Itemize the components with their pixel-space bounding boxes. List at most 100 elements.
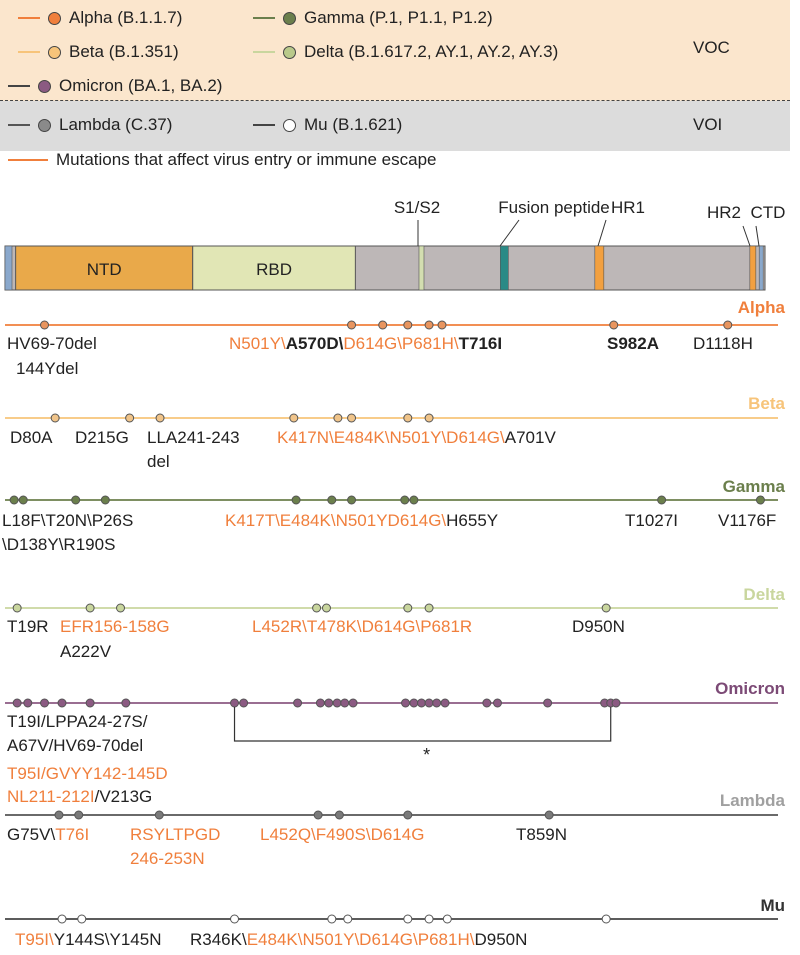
lambda-mutation-segment: 246-253N bbox=[130, 849, 205, 868]
lambda-mutation-dot bbox=[154, 810, 164, 820]
delta-mutation-dot bbox=[312, 603, 322, 613]
alpha-mutation-dot bbox=[347, 320, 357, 330]
mu-mutation-label: T95I\Y144S\Y145N bbox=[15, 930, 162, 949]
gamma-mutation-dot bbox=[755, 495, 765, 505]
gamma-mutation-segment: T1027I bbox=[625, 511, 678, 530]
spike-marker-hr2 bbox=[749, 245, 757, 291]
gamma-mutation-segment: K417T\E484K\N501YD614G\ bbox=[225, 511, 446, 530]
mu-mutation-segment: D950N bbox=[474, 930, 527, 949]
beta-mutation-dot bbox=[424, 413, 434, 423]
beta-line-icon bbox=[18, 51, 40, 53]
omicron-mutation-dot bbox=[611, 698, 621, 708]
beta-mutation-dot bbox=[125, 413, 135, 423]
omicron-mutation-dot bbox=[401, 698, 411, 708]
omicron-mutation-dot bbox=[348, 698, 358, 708]
alpha-mutation-segment: S982A bbox=[607, 334, 659, 353]
beta-mutation-dot bbox=[347, 413, 357, 423]
omicron-mutation-segment: NL211-212I bbox=[7, 787, 95, 806]
omicron-mutation-dot bbox=[440, 698, 450, 708]
spike-domain-ntd bbox=[15, 245, 194, 291]
gamma-mutation-label: V1176F bbox=[718, 511, 776, 530]
gamma-mutation-dot bbox=[71, 495, 81, 505]
legend-lambda-label: Lambda (C.37) bbox=[59, 115, 173, 134]
spike-domain-label-ntd: NTD bbox=[87, 260, 122, 279]
omicron-mutation-segment: A67V/HV69-70del bbox=[7, 736, 143, 755]
lambda-mutation-segment: L452Q\F490S\D614G bbox=[260, 825, 424, 844]
alpha-mutation-label: D1118H bbox=[693, 334, 753, 353]
mu-mutation-segment: R346K\ bbox=[190, 930, 247, 949]
beta-variant-name: Beta bbox=[748, 394, 785, 413]
mutation-note-label: Mutations that affect virus entry or imm… bbox=[56, 150, 437, 169]
spike-marker-leader-ctd bbox=[755, 225, 760, 247]
spike-marker-ctd bbox=[758, 245, 764, 291]
delta-mutation-label: EFR156-158G bbox=[60, 617, 170, 636]
gamma-mutation-dot bbox=[291, 495, 301, 505]
delta-mutation-segment: EFR156-158G bbox=[60, 617, 170, 636]
gamma-mutation-dot bbox=[18, 495, 28, 505]
mu-mutation-segment: T95I\ bbox=[15, 930, 54, 949]
delta-mutation-segment: D950N bbox=[572, 617, 625, 636]
mu-variant-name: Mu bbox=[760, 896, 785, 915]
omicron-mutation-dot bbox=[293, 698, 303, 708]
lambda-mutation-dot bbox=[313, 810, 323, 820]
gamma-mutation-dot bbox=[327, 495, 337, 505]
omicron-mutation-dot bbox=[12, 698, 22, 708]
delta-mutation-dot bbox=[85, 603, 95, 613]
omicron-mutation-segment: /V213G bbox=[95, 787, 153, 806]
omicron-rbd-bracket bbox=[233, 707, 612, 742]
lambda-dot-icon bbox=[38, 118, 51, 132]
lambda-mutation-dot bbox=[54, 810, 64, 820]
mu-mutation-dot bbox=[343, 914, 353, 924]
gamma-mutation-segment: V1176F bbox=[718, 511, 776, 530]
mu-mutation-segment: E484K\N501Y\D614G\P681H\ bbox=[247, 930, 475, 949]
gamma-mutation-label: T1027I bbox=[625, 511, 678, 530]
gamma-mutation-dot bbox=[347, 495, 357, 505]
gamma-mutation-segment: L18F\T20N\P26S bbox=[2, 511, 133, 530]
omicron-mutation-segment: T95I/GVYY142-145D bbox=[7, 764, 168, 783]
beta-mutation-segment: D80A bbox=[10, 428, 53, 447]
lambda-mutation-segment: T76I bbox=[55, 825, 89, 844]
alpha-mutation-label: HV69-70del bbox=[7, 334, 97, 353]
mu-mutation-dot bbox=[57, 914, 67, 924]
omicron-mutation-dot bbox=[409, 698, 419, 708]
omicron-mutation-dot bbox=[543, 698, 553, 708]
alpha-dot-icon bbox=[48, 11, 61, 25]
spike-marker-leader-fusion-peptide bbox=[499, 219, 520, 247]
mu-mutation-dot bbox=[601, 914, 611, 924]
delta-mutation-dot bbox=[12, 603, 22, 613]
gamma-mutation-dot bbox=[100, 495, 110, 505]
omicron-mutation-dot bbox=[432, 698, 442, 708]
omicron-mutation-label: NL211-212I/V213G bbox=[7, 787, 152, 806]
beta-mutation-segment: K417N\E484K\N501Y\D614G\ bbox=[277, 428, 505, 447]
legend-mutation-note: Mutations that affect virus entry or imm… bbox=[8, 150, 436, 170]
mu-mutation-dot bbox=[77, 914, 87, 924]
alpha-mutation-segment: D1118H bbox=[693, 334, 753, 353]
beta-mutation-label: LLA241-243 bbox=[147, 428, 240, 447]
legend-alpha-label: Alpha (B.1.1.7) bbox=[69, 8, 183, 27]
delta-mutation-dot bbox=[601, 603, 611, 613]
legend-beta: Beta (B.1.351) bbox=[18, 42, 179, 62]
alpha-mutation-label: N501Y\A570D\D614G\P681H\T716I bbox=[229, 334, 502, 353]
gamma-mutation-dot bbox=[400, 495, 410, 505]
alpha-mutation-dot bbox=[403, 320, 413, 330]
spike-domain-rbd bbox=[192, 245, 356, 291]
gamma-dot-icon bbox=[283, 11, 296, 25]
spike-marker-label-s1-s2: S1/S2 bbox=[394, 198, 440, 217]
lambda-line-icon bbox=[8, 124, 30, 126]
omicron-mutation-dot bbox=[492, 698, 502, 708]
alpha-line-icon bbox=[18, 17, 40, 19]
alpha-mutation-segment: D614G\P681H\ bbox=[343, 334, 459, 353]
beta-mutation-segment: D215G bbox=[75, 428, 129, 447]
lambda-mutation-label: L452Q\F490S\D614G bbox=[260, 825, 424, 844]
delta-mutation-segment: T19R bbox=[7, 617, 49, 636]
omicron-mutation-dot bbox=[239, 698, 249, 708]
legend-delta: Delta (B.1.617.2, AY.1, AY.2, AY.3) bbox=[253, 42, 558, 62]
lambda-mutation-segment: T859N bbox=[516, 825, 567, 844]
alpha-mutation-segment: HV69-70del bbox=[7, 334, 97, 353]
spike-marker-leader-hr2 bbox=[742, 225, 751, 247]
lambda-mutation-dot bbox=[334, 810, 344, 820]
mu-mutation-dot bbox=[403, 914, 413, 924]
mu-mutation-label: R346K\E484K\N501Y\D614G\P681H\D950N bbox=[190, 930, 527, 949]
gamma-line-icon bbox=[253, 17, 275, 19]
gamma-mutation-dot bbox=[9, 495, 19, 505]
